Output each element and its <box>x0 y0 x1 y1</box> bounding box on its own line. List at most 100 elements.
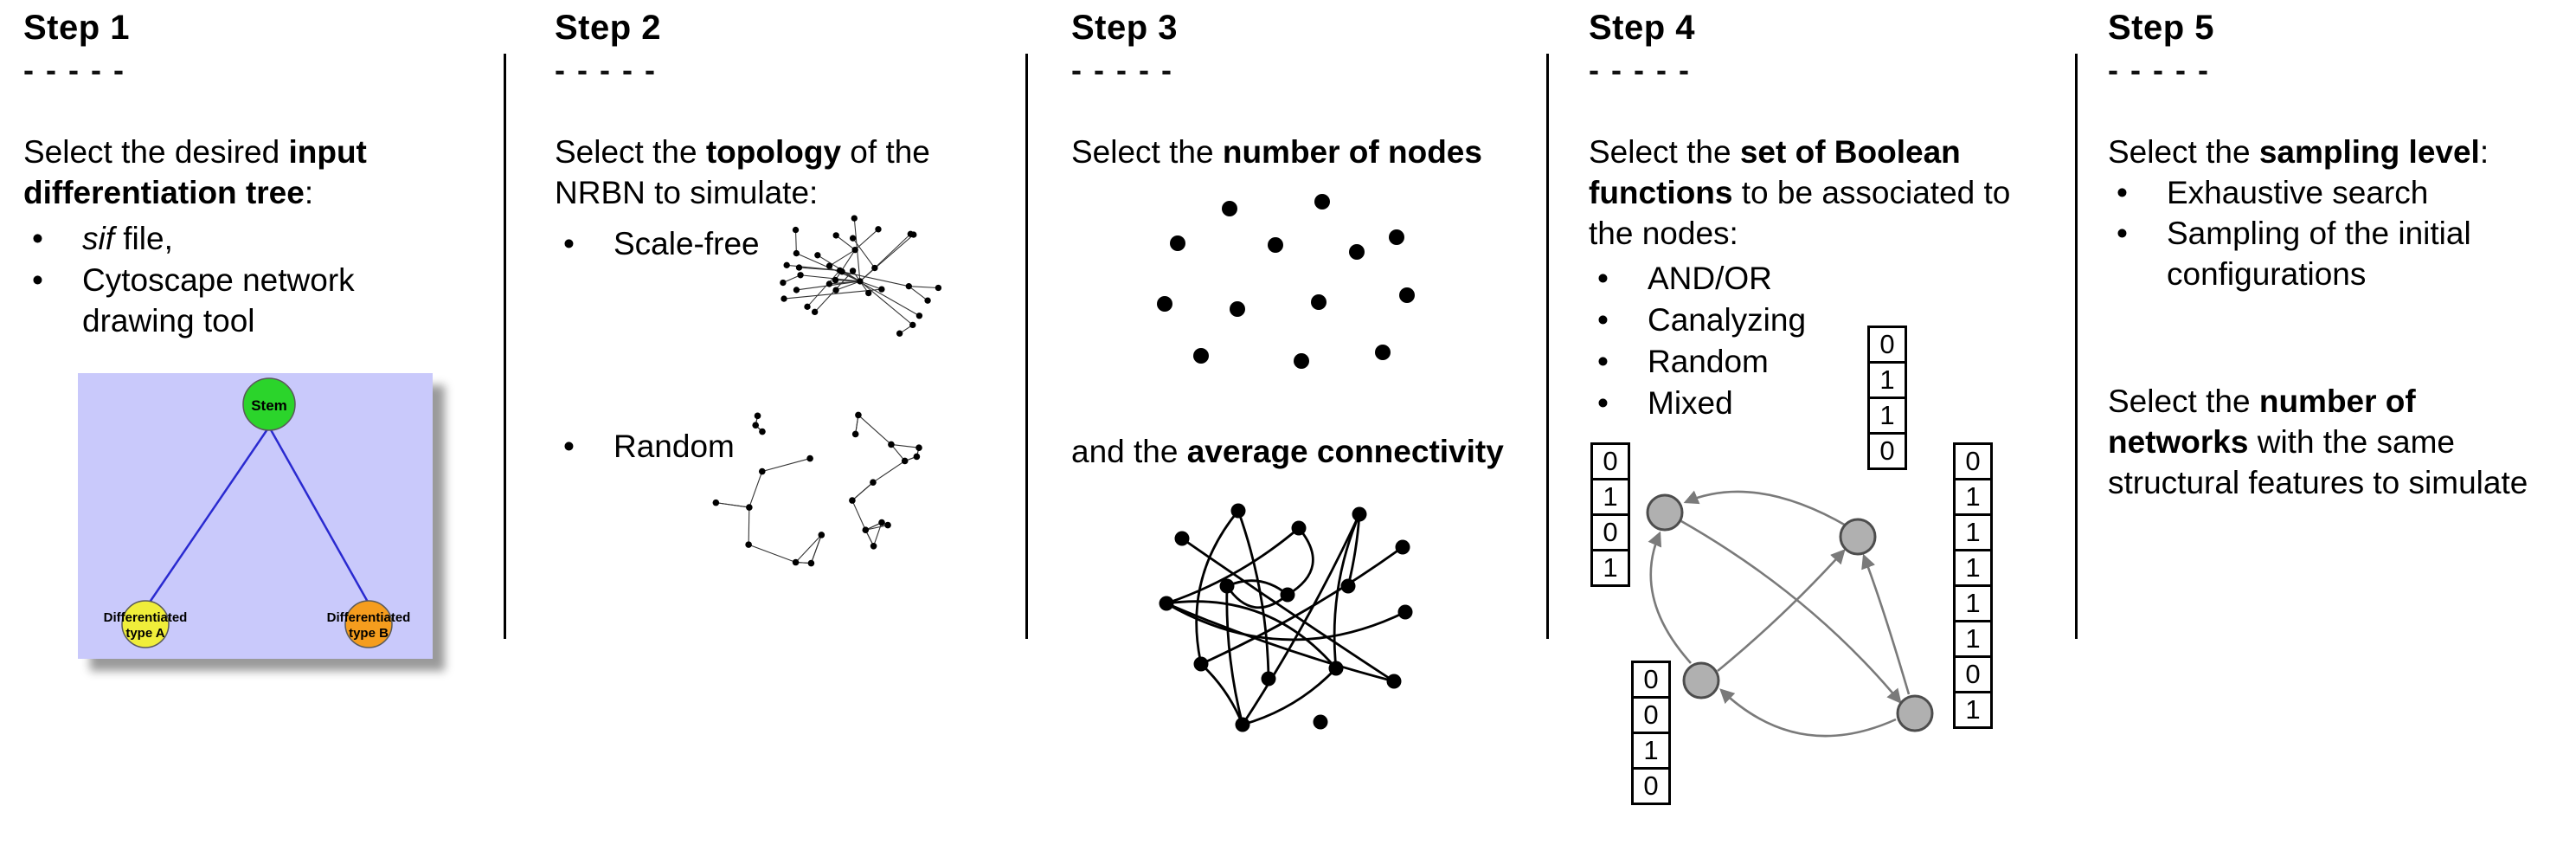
type-b-node <box>344 600 393 648</box>
step-2-column: Step 2 - - - - - Select the topology of … <box>555 0 1013 851</box>
arrow-c-to-b <box>1717 549 1846 673</box>
boolean-nodes <box>1646 493 1934 732</box>
truth-table-cell: 0 <box>1631 767 1671 805</box>
truth-table-cell: 1 <box>1953 549 1993 587</box>
truth-table-left: 0 1 0 1 <box>1590 442 1630 587</box>
nodes-scatter-graphic <box>1157 194 1415 369</box>
column-divider-3 <box>1546 54 1549 639</box>
step-4-intro: Select the set of Boolean functions to b… <box>1589 134 2011 251</box>
bullet-marker: • <box>32 221 43 256</box>
step-1-intro: Select the desired input differentiation… <box>23 134 367 210</box>
truth-table-cell: 0 <box>1953 655 1993 693</box>
step-1-title: Step 1 <box>23 9 131 47</box>
step-3-intro: Select the number of nodes <box>1071 134 1482 170</box>
step-2-intro: Select the topology of the NRBN to simul… <box>555 134 930 210</box>
bullet-marker: • <box>1597 344 1609 379</box>
bullet-text: Cytoscape network drawing tool <box>82 262 355 338</box>
column-divider-2 <box>1025 54 1028 639</box>
type-b-label-line2: type B <box>349 626 389 641</box>
boolean-network-graphic <box>1646 490 1934 738</box>
bullet-text: Scale-free <box>613 226 760 261</box>
scale-free-network-graphic <box>780 215 942 337</box>
truth-table-cell: 1 <box>1590 549 1630 587</box>
step-3-column: Step 3 - - - - - Select the number of no… <box>1071 0 1543 851</box>
truth-table-cell: 1 <box>1953 620 1993 658</box>
tree-edge-b <box>267 426 370 604</box>
step-2-title: Step 2 <box>555 9 662 47</box>
random-bullet: • Random <box>555 426 814 467</box>
bullet-text: Sampling of the initial configurations <box>2167 216 2471 292</box>
arrow-c-to-a <box>1648 531 1692 664</box>
step-1-bullet-cytoscape: • Cytoscape network drawing tool <box>23 260 465 341</box>
truth-table-cell: 1 <box>1867 396 1907 435</box>
step-3-dashes: - - - - - <box>1071 52 1173 87</box>
truth-table-cell: 1 <box>1867 361 1907 399</box>
truth-table-cell: 0 <box>1631 696 1671 734</box>
truth-table-cell: 0 <box>1953 442 1993 480</box>
step-4-dashes: - - - - - <box>1589 52 1691 87</box>
bullet-canalyzing: • Canalyzing <box>1589 300 1935 340</box>
truth-table-cell: 1 <box>1631 732 1671 770</box>
column-divider-1 <box>504 54 506 639</box>
truth-table-cell: 1 <box>1953 513 1993 551</box>
step-5-intro: Select the sampling level: <box>2108 134 2489 170</box>
stem-label: Stem <box>251 397 287 414</box>
bullet-marker: • <box>1597 385 1609 421</box>
truth-table-cell: 0 <box>1867 432 1907 470</box>
bullet-marker: • <box>1597 261 1609 296</box>
truth-table-cell: 0 <box>1590 442 1630 480</box>
step-5-title: Step 5 <box>2108 9 2215 47</box>
bullet-random: • Random <box>1589 341 1935 382</box>
type-a-node <box>121 600 170 648</box>
bullet-text: sif file, <box>82 221 173 256</box>
truth-table-cell: 0 <box>1867 326 1907 364</box>
truth-table-bottom: 0 0 1 0 <box>1631 661 1671 805</box>
step-1-dashes: - - - - - <box>23 52 125 87</box>
random-network-graphic <box>712 411 922 567</box>
bullet-text: Random <box>1648 344 1769 379</box>
tree-graphic: Stem Differentiated type A Differentiate… <box>104 377 411 648</box>
boolean-node-a <box>1646 493 1684 532</box>
bullet-text: Exhaustive search <box>2167 175 2429 210</box>
bullet-marker: • <box>2117 216 2128 251</box>
bullet-marker: • <box>2117 175 2128 210</box>
bullet-exhaustive: • Exhaustive search <box>2108 172 2541 213</box>
step-1-bullet-sif: • sif file, <box>23 218 482 259</box>
bullet-marker: • <box>563 226 575 261</box>
bullet-text: Mixed <box>1648 385 1733 421</box>
step-5-dashes: - - - - - <box>2108 52 2210 87</box>
connectivity-network-graphic <box>1159 503 1413 732</box>
truth-table-top: 0 1 1 0 <box>1867 326 1907 470</box>
truth-table-cell: 1 <box>1953 584 1993 622</box>
bullet-and-or: • AND/OR <box>1589 258 1935 299</box>
step-4-column: Step 4 - - - - - Select the set of Boole… <box>1589 0 2060 851</box>
column-divider-4 <box>2075 54 2078 639</box>
step-5-column: Step 5 - - - - - Select the sampling lev… <box>2108 0 2562 851</box>
bullet-marker: • <box>563 429 575 464</box>
arrow-d-to-c <box>1719 688 1897 738</box>
step-1-column: Step 1 - - - - - Select the desired inpu… <box>23 0 495 851</box>
bullet-text: Random <box>613 429 735 464</box>
bullet-mixed: • Mixed <box>1589 383 1935 423</box>
step-3-title: Step 3 <box>1071 9 1179 47</box>
truth-table-right: 0 1 1 1 1 1 0 1 <box>1953 442 1993 729</box>
networks-paragraph: Select the number of networks with the s… <box>2108 384 2528 500</box>
truth-table-cell: 1 <box>1953 478 1993 516</box>
truth-table-cell: 1 <box>1590 478 1630 516</box>
bullet-marker: • <box>1597 302 1609 338</box>
step-4-title: Step 4 <box>1589 9 1696 47</box>
bullet-marker: • <box>32 262 43 298</box>
bullet-text: Canalyzing <box>1648 302 1807 338</box>
boolean-node-b <box>1839 518 1877 556</box>
boolean-node-c <box>1682 661 1720 699</box>
truth-table-cell: 0 <box>1590 513 1630 551</box>
scale-free-bullet: • Scale-free <box>555 223 832 264</box>
truth-table-cell: 0 <box>1631 661 1671 699</box>
type-a-label-line2: type A <box>125 626 164 641</box>
boolean-arrows <box>1648 490 1911 738</box>
step-2-dashes: - - - - - <box>555 52 657 87</box>
type-b-label-line1: Differentiated <box>327 610 411 625</box>
bullet-text: AND/OR <box>1648 261 1772 296</box>
tree-edge-a <box>147 426 271 604</box>
